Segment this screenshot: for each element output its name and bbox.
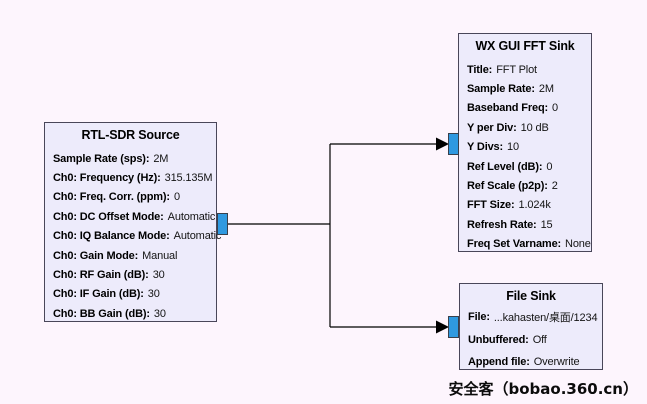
param-label: Ch0: RF Gain (dB): bbox=[53, 269, 149, 282]
param-row: FFT Size:1.024k bbox=[467, 196, 583, 215]
block-wx-gui-fft-sink[interactable]: WX GUI FFT Sink Title:FFT Plot Sample Ra… bbox=[458, 33, 592, 252]
param-row: Ch0: BB Gain (dB):30 bbox=[53, 304, 208, 323]
param-label: Sample Rate (sps): bbox=[53, 152, 150, 165]
output-port-rtl-sdr[interactable] bbox=[217, 213, 228, 235]
param-label: Ch0: Frequency (Hz): bbox=[53, 172, 161, 185]
param-value: Manual bbox=[142, 249, 178, 262]
param-value: 2M bbox=[538, 83, 554, 96]
param-label: Ch0: IF Gain (dB): bbox=[53, 288, 144, 301]
block-title: WX GUI FFT Sink bbox=[475, 39, 575, 53]
param-value: None bbox=[565, 238, 591, 251]
param-row: Unbuffered:Off bbox=[468, 328, 594, 350]
param-row: Ref Scale (p2p):2 bbox=[467, 176, 583, 195]
param-row: Ch0: IQ Balance Mode:Automatic bbox=[53, 227, 221, 246]
param-label: Ch0: IQ Balance Mode: bbox=[53, 230, 170, 243]
param-value: Automatic bbox=[173, 230, 222, 243]
param-label: Freq Set Varname: bbox=[467, 238, 562, 251]
param-value: Off bbox=[532, 333, 547, 346]
param-label: FFT Size: bbox=[467, 199, 515, 212]
param-row: File:...kahasten/桌面/1234 bbox=[468, 306, 598, 328]
param-label: Append file: bbox=[468, 355, 530, 368]
param-row: Append file:Overwrite bbox=[468, 351, 594, 373]
param-value: 0 bbox=[173, 191, 180, 204]
param-row: Ref Level (dB):0 bbox=[467, 157, 583, 176]
param-row: Sample Rate:2M bbox=[467, 79, 583, 98]
param-value: 2 bbox=[551, 180, 558, 193]
param-value: 0 bbox=[552, 102, 558, 115]
param-row: Baseband Freq:0 bbox=[467, 99, 583, 118]
param-value: 315.135M bbox=[164, 172, 213, 185]
param-label: File: bbox=[468, 311, 490, 324]
param-label: Ref Level (dB): bbox=[467, 160, 543, 173]
param-value: 30 bbox=[147, 288, 160, 301]
param-row: Ch0: RF Gain (dB):30 bbox=[53, 265, 208, 284]
param-value: 30 bbox=[152, 269, 165, 282]
param-row: Ch0: Frequency (Hz):315.135M bbox=[53, 168, 213, 187]
watermark-text: 安全客（bobao.360.cn） bbox=[448, 380, 639, 398]
param-value: 15 bbox=[540, 218, 553, 231]
param-row: Ch0: DC Offset Mode:Automatic bbox=[53, 207, 215, 226]
param-value: 30 bbox=[153, 307, 166, 320]
block-file-sink[interactable]: File Sink File:...kahasten/桌面/1234 Unbuf… bbox=[459, 283, 603, 370]
param-row: Freq Set Varname:None bbox=[467, 235, 591, 254]
param-value: 10 bbox=[507, 141, 519, 154]
param-value: Overwrite bbox=[533, 355, 580, 368]
block-rtl-sdr-source[interactable]: RTL-SDR Source Sample Rate (sps):2M Ch0:… bbox=[44, 122, 221, 323]
param-label: Refresh Rate: bbox=[467, 218, 537, 231]
param-label: Ref Scale (p2p): bbox=[467, 180, 548, 193]
param-row: Y per Div:10 dB bbox=[467, 118, 583, 137]
param-label: Ch0: Freq. Corr. (ppm): bbox=[53, 191, 170, 204]
param-label: Title: bbox=[467, 63, 493, 76]
param-label: Ch0: Gain Mode: bbox=[53, 249, 139, 262]
param-value: FFT Plot bbox=[496, 63, 537, 76]
param-label: Baseband Freq: bbox=[467, 102, 549, 115]
param-label: Unbuffered: bbox=[468, 333, 529, 346]
param-label: Ch0: BB Gain (dB): bbox=[53, 307, 150, 320]
param-row: Ch0: IF Gain (dB):30 bbox=[53, 285, 208, 304]
param-label: Sample Rate: bbox=[467, 83, 535, 96]
param-value: Automatic bbox=[167, 210, 216, 223]
input-port-file-sink[interactable] bbox=[448, 316, 459, 338]
param-value: 10 dB bbox=[520, 121, 549, 134]
param-row: Sample Rate (sps):2M bbox=[53, 149, 208, 168]
block-title: File Sink bbox=[506, 289, 556, 303]
param-value: 0 bbox=[546, 160, 553, 173]
param-value: 1.024k bbox=[518, 199, 551, 212]
param-value: 2M bbox=[153, 152, 169, 165]
param-value: ...kahasten/桌面/1234 bbox=[493, 312, 598, 325]
block-title: RTL-SDR Source bbox=[81, 128, 180, 142]
param-row: Title:FFT Plot bbox=[467, 60, 583, 79]
param-row: Ch0: Gain Mode:Manual bbox=[53, 246, 208, 265]
param-row: Ch0: Freq. Corr. (ppm):0 bbox=[53, 188, 208, 207]
param-label: Y per Div: bbox=[467, 121, 517, 134]
param-row: Refresh Rate:15 bbox=[467, 215, 583, 234]
input-port-fft-sink[interactable] bbox=[448, 133, 459, 155]
param-row: Y Divs:10 bbox=[467, 138, 583, 157]
param-label: Y Divs: bbox=[467, 141, 504, 154]
param-label: Ch0: DC Offset Mode: bbox=[53, 210, 164, 223]
